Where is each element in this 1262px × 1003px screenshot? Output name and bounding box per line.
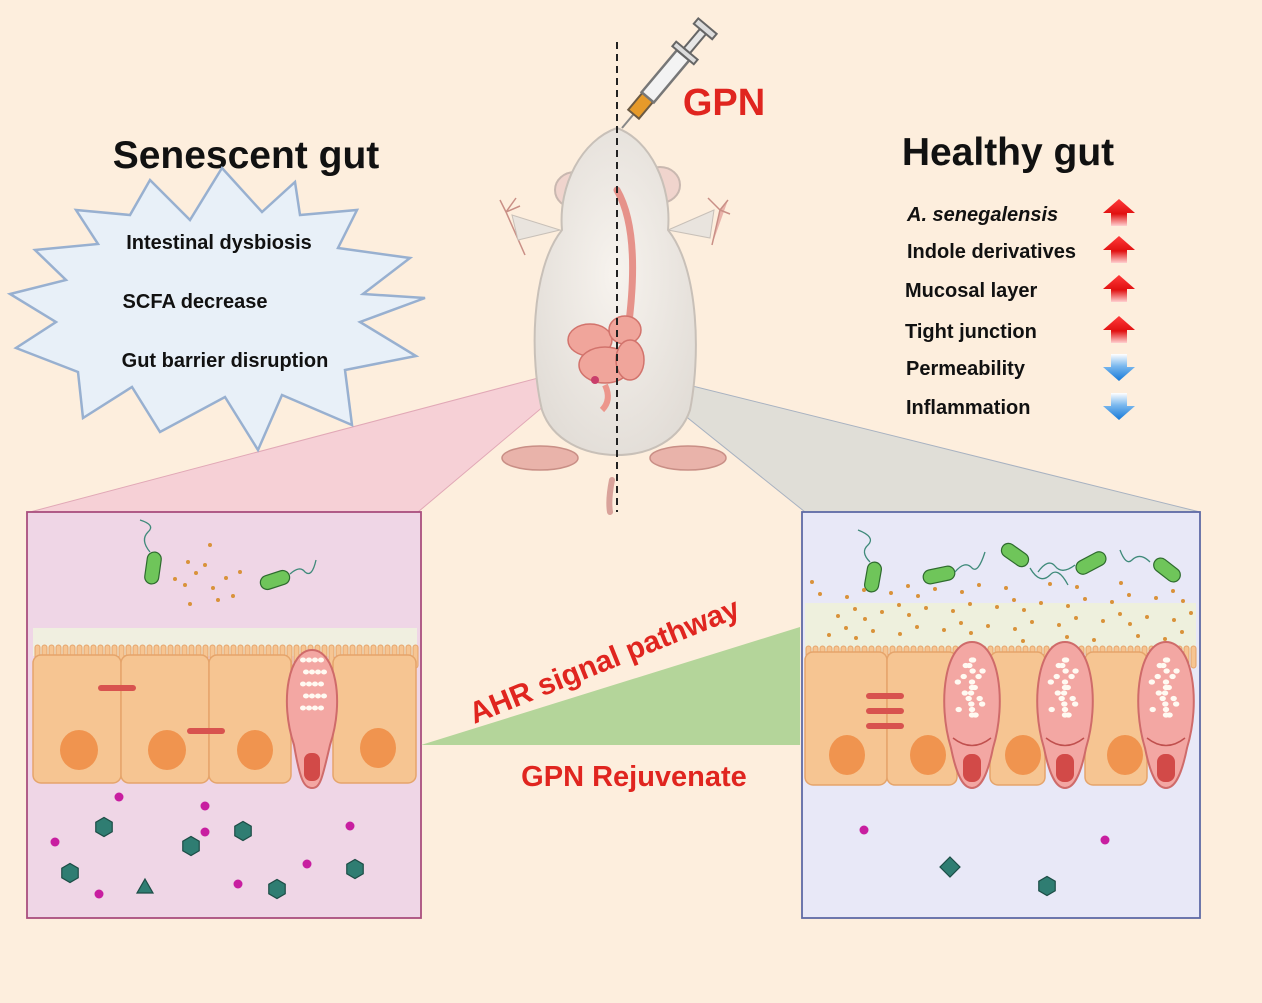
- mouse-illustration: [499, 42, 731, 515]
- healthy-zoom-wedge: [627, 369, 1201, 513]
- healthy-feature-label: Tight junction: [905, 321, 1037, 343]
- healthy-feature-label: Inflammation: [906, 397, 1030, 419]
- increase-arrow-icon: [1103, 236, 1135, 263]
- healthy-feature-label: Indole derivatives: [907, 241, 1076, 263]
- increase-arrow-icon: [1103, 316, 1135, 343]
- title-senescent: Senescent gut: [113, 134, 380, 177]
- healthy-feature-label: A. senegalensis: [906, 204, 1058, 226]
- increase-arrow-icon: [1103, 275, 1135, 302]
- senescent-starburst: [6, 165, 426, 453]
- senescent-gut-panel: [26, 511, 422, 919]
- gpn-label: GPN: [683, 82, 765, 124]
- decrease-arrow-icon: [1103, 393, 1135, 420]
- healthy-feature-label: Mucosal layer: [905, 280, 1038, 302]
- senescent-feature-item: Intestinal dysbiosis: [126, 232, 312, 254]
- syringe-icon: [621, 16, 719, 129]
- title-healthy: Healthy gut: [902, 131, 1114, 174]
- senescent-feature-item: Gut barrier disruption: [122, 350, 329, 372]
- healthy-gut-panel: [801, 511, 1201, 919]
- increase-arrow-icon: [1103, 199, 1135, 226]
- decrease-arrow-icon: [1103, 354, 1135, 381]
- gpn-rejuvenate-label: GPN Rejuvenate: [521, 761, 747, 793]
- senescent-feature-item: SCFA decrease: [123, 291, 268, 313]
- ahr-activation-wedge: [421, 627, 800, 745]
- healthy-feature-label: Permeability: [906, 358, 1026, 380]
